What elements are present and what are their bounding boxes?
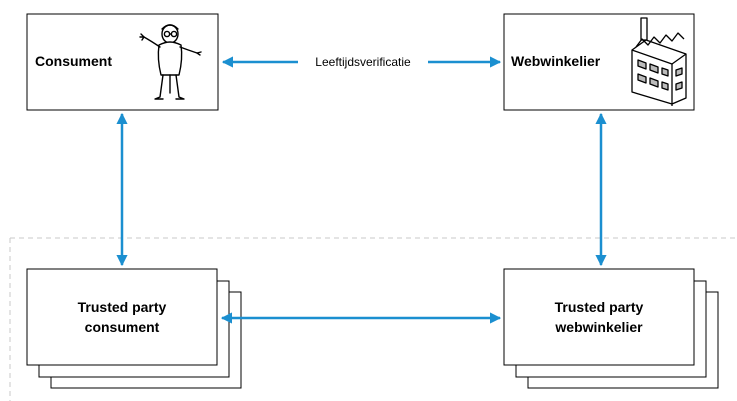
man-figure-icon bbox=[139, 24, 202, 100]
edge-label-bg bbox=[298, 54, 428, 70]
trusted-party-webshop-node: Trusted party webwinkelier bbox=[503, 268, 719, 389]
tp-webshop-label-line1: Trusted party bbox=[555, 299, 644, 315]
tp-webshop-label-line2: webwinkelier bbox=[554, 319, 643, 335]
trust-zone-boundary bbox=[9, 237, 737, 401]
edge-label-leeftijdsverificatie: Leeftijdsverificatie bbox=[315, 55, 411, 69]
tp-consumer-label-line1: Trusted party bbox=[78, 299, 167, 315]
consumer-label: Consument bbox=[35, 53, 112, 69]
tp-consumer-label-line2: consument bbox=[85, 319, 160, 335]
webshop-label: Webwinkelier bbox=[511, 53, 601, 69]
webshop-node: Webwinkelier bbox=[503, 13, 695, 111]
trusted-party-consumer-node: Trusted party consument bbox=[26, 268, 242, 389]
consumer-node: Consument bbox=[26, 13, 219, 111]
factory-icon bbox=[631, 17, 687, 106]
